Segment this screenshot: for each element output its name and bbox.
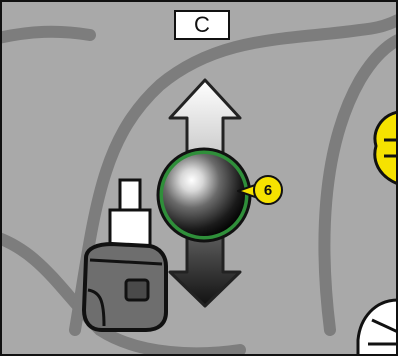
steering-wheel-icon [356,298,398,356]
callout-badge: 6 [253,175,283,205]
console-contours [0,14,398,356]
yellow-control-icon [373,110,398,186]
panel-label: C [174,10,230,40]
joystick-knob [156,147,252,243]
key-fob-icon [81,178,168,332]
